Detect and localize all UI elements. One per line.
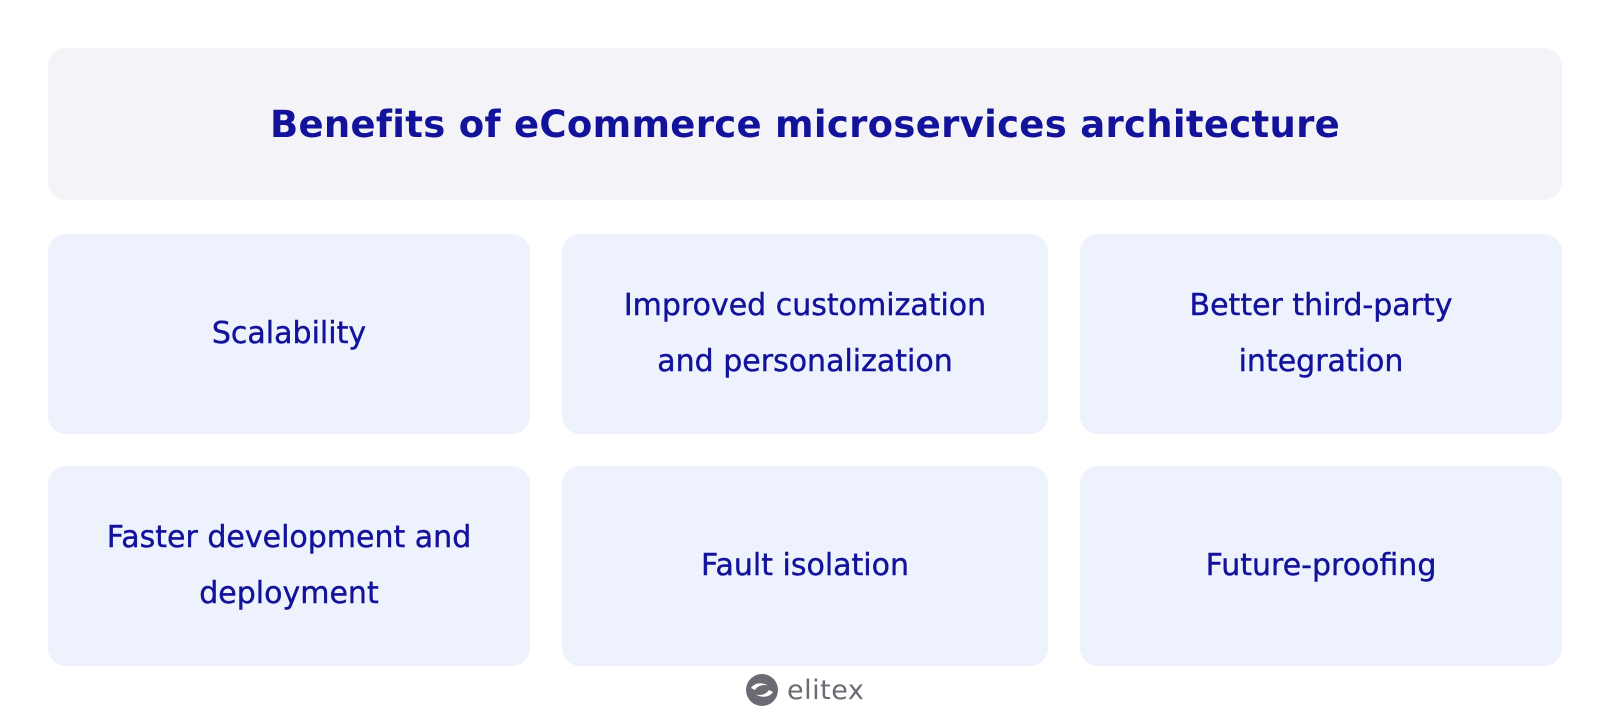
benefit-label: Better third-party integration bbox=[1189, 288, 1453, 379]
brand-logo: elitex bbox=[745, 672, 864, 708]
benefit-label: Future-proofing bbox=[1205, 548, 1437, 583]
benefit-label: Improved customization and personalizati… bbox=[623, 288, 987, 379]
benefit-card-third-party-integration: Better third-party integration bbox=[1080, 234, 1562, 434]
page-title: Benefits of eCommerce microservices arch… bbox=[269, 102, 1341, 146]
title-banner: Benefits of eCommerce microservices arch… bbox=[48, 48, 1562, 200]
benefit-label: Fault isolation bbox=[700, 548, 910, 583]
elitex-logo-icon bbox=[745, 673, 779, 707]
benefit-card-scalability: Scalability bbox=[48, 234, 530, 434]
benefit-label: Scalability bbox=[211, 316, 367, 351]
benefit-card-customization: Improved customization and personalizati… bbox=[562, 234, 1048, 434]
benefit-card-future-proofing: Future-proofing bbox=[1080, 466, 1562, 666]
brand-name: elitex bbox=[787, 674, 865, 706]
benefit-card-fault-isolation: Fault isolation bbox=[562, 466, 1048, 666]
benefit-card-faster-development: Faster development and deployment bbox=[48, 466, 530, 666]
benefit-label: Faster development and deployment bbox=[106, 520, 472, 611]
